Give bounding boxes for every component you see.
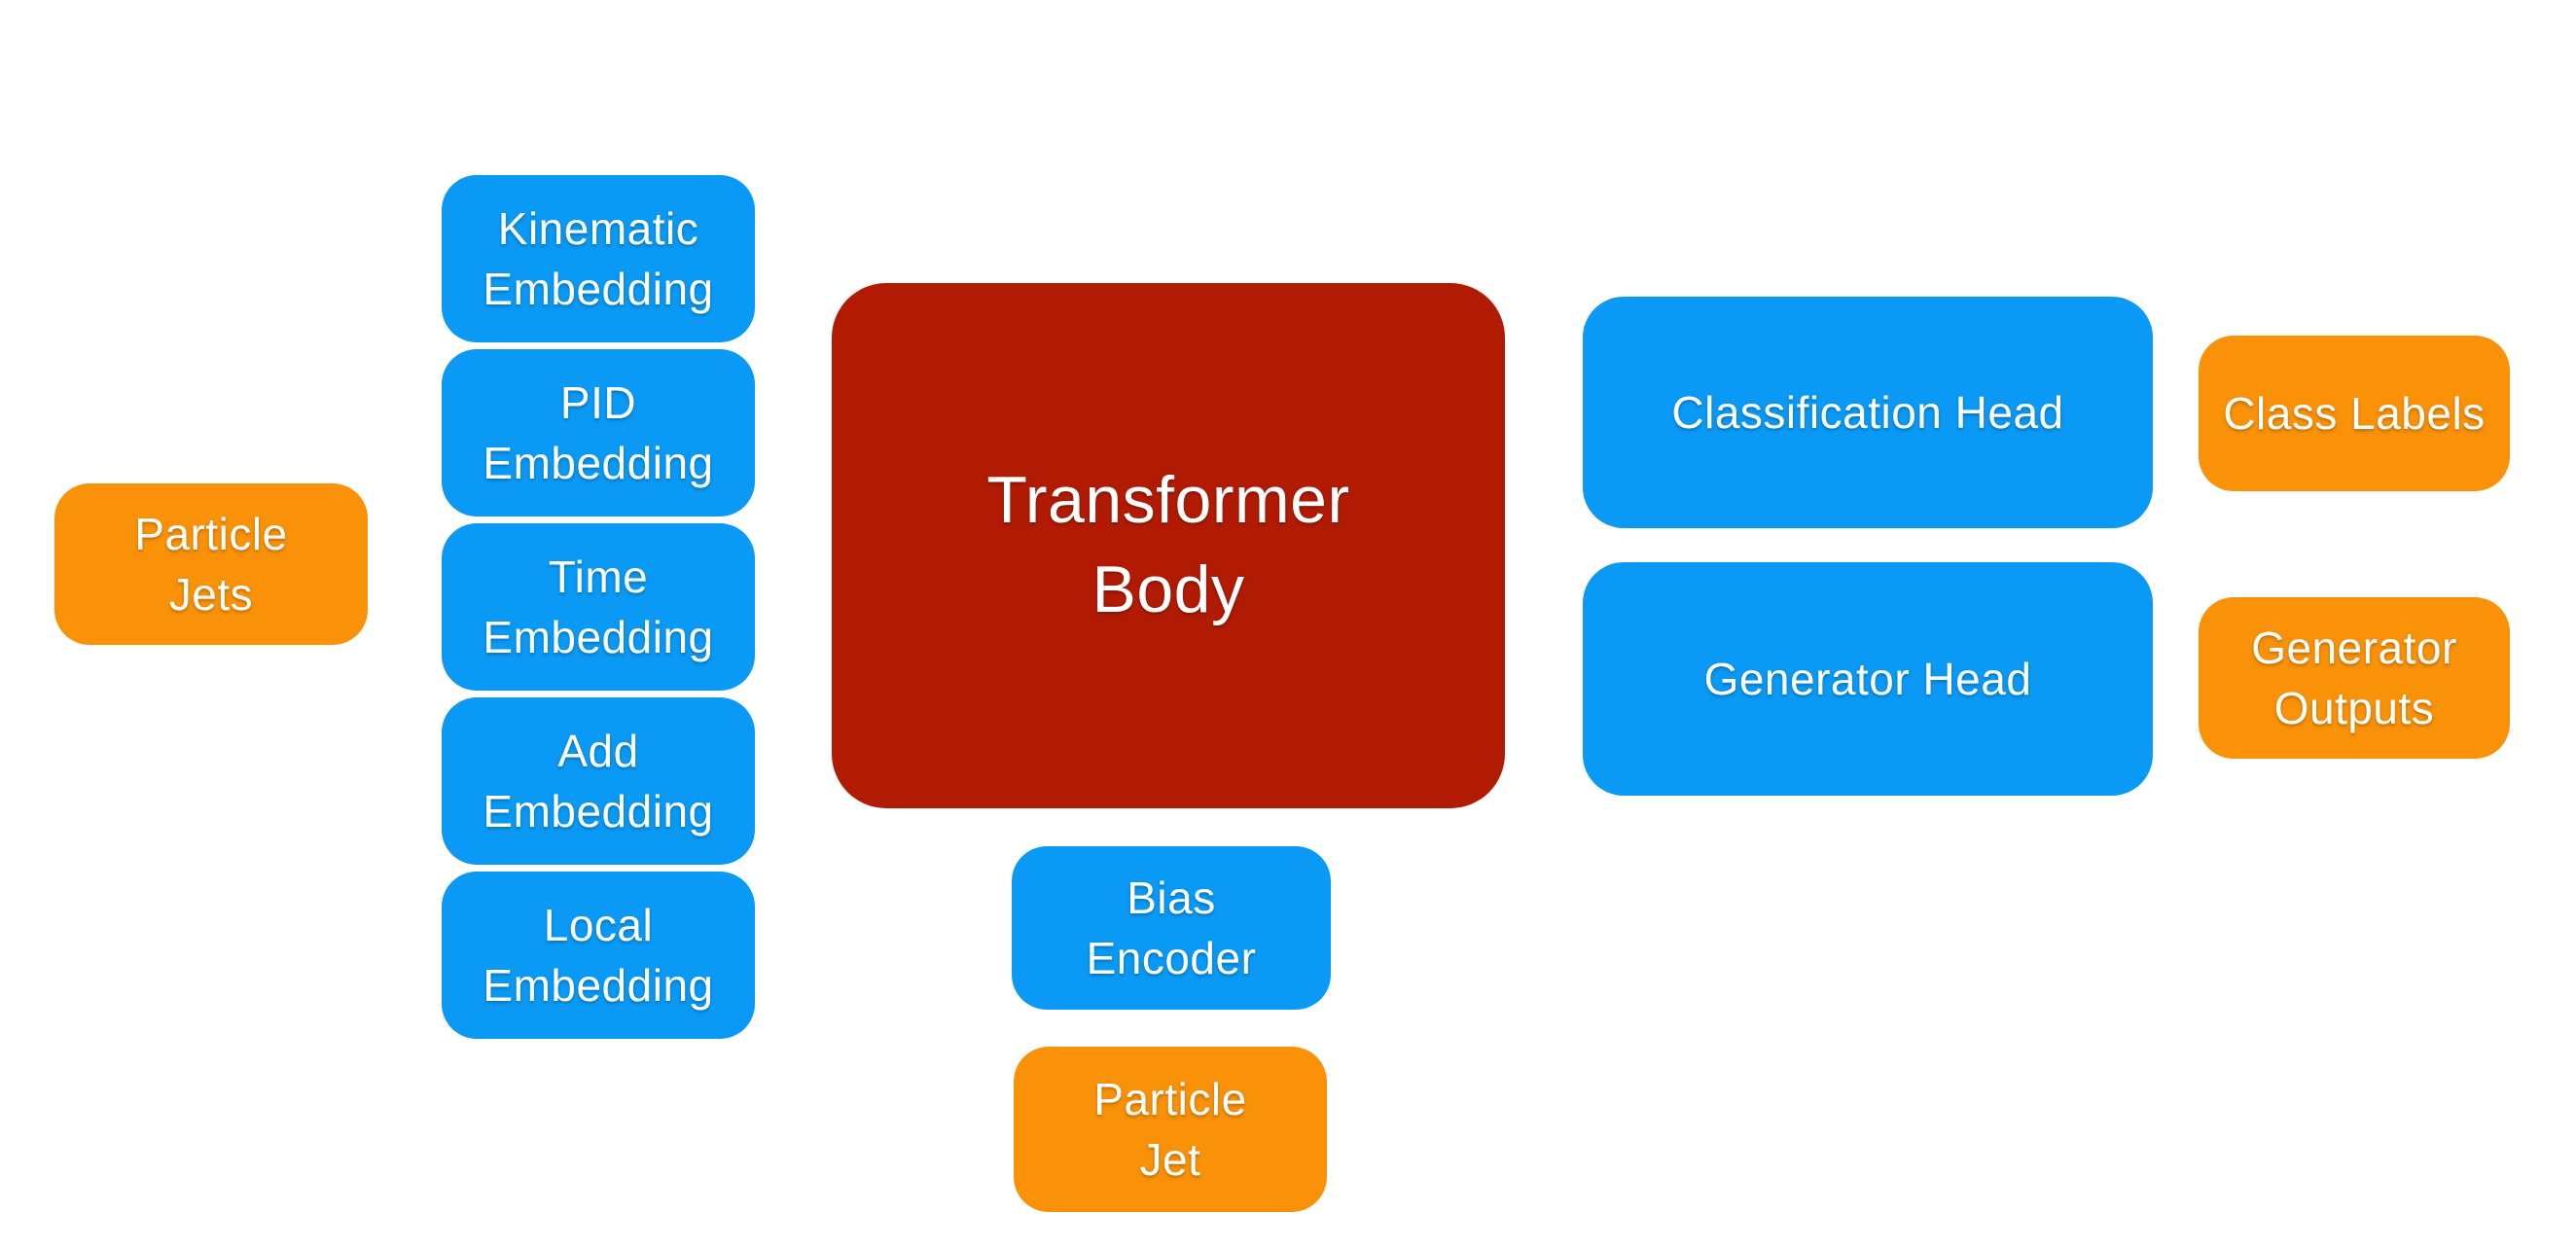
node-label: Classification Head [1671,386,2064,438]
node-particle-jets: Particle Jets [54,483,368,645]
node-particle-jet: Particle Jet [1014,1047,1327,1212]
node-generator-head: Generator Head [1583,562,2153,796]
node-label: Transformer Body [986,463,1350,626]
node-classification-head: Classification Head [1583,297,2153,528]
node-generator-outputs: Generator Outputs [2199,597,2510,759]
node-label: Local Embedding [483,899,714,1011]
node-label: Bias Encoder [1086,872,1257,983]
node-add-embedding: Add Embedding [442,697,755,865]
node-class-labels: Class Labels [2199,336,2510,491]
node-kinematic-embedding: Kinematic Embedding [442,175,755,342]
node-label: PID Embedding [483,376,714,488]
node-label: Particle Jets [134,508,288,620]
node-time-embedding: Time Embedding [442,523,755,691]
node-label: Generator Head [1703,653,2032,704]
node-label: Generator Outputs [2251,622,2457,733]
node-label: Particle Jet [1093,1073,1247,1185]
node-pid-embedding: PID Embedding [442,349,755,517]
node-label: Add Embedding [483,725,714,837]
node-label: Kinematic Embedding [483,202,714,314]
node-local-embedding: Local Embedding [442,872,755,1039]
node-label: Class Labels [2223,387,2486,439]
node-transformer-body: Transformer Body [832,283,1505,808]
node-bias-encoder: Bias Encoder [1012,846,1331,1010]
node-label: Time Embedding [483,551,714,662]
